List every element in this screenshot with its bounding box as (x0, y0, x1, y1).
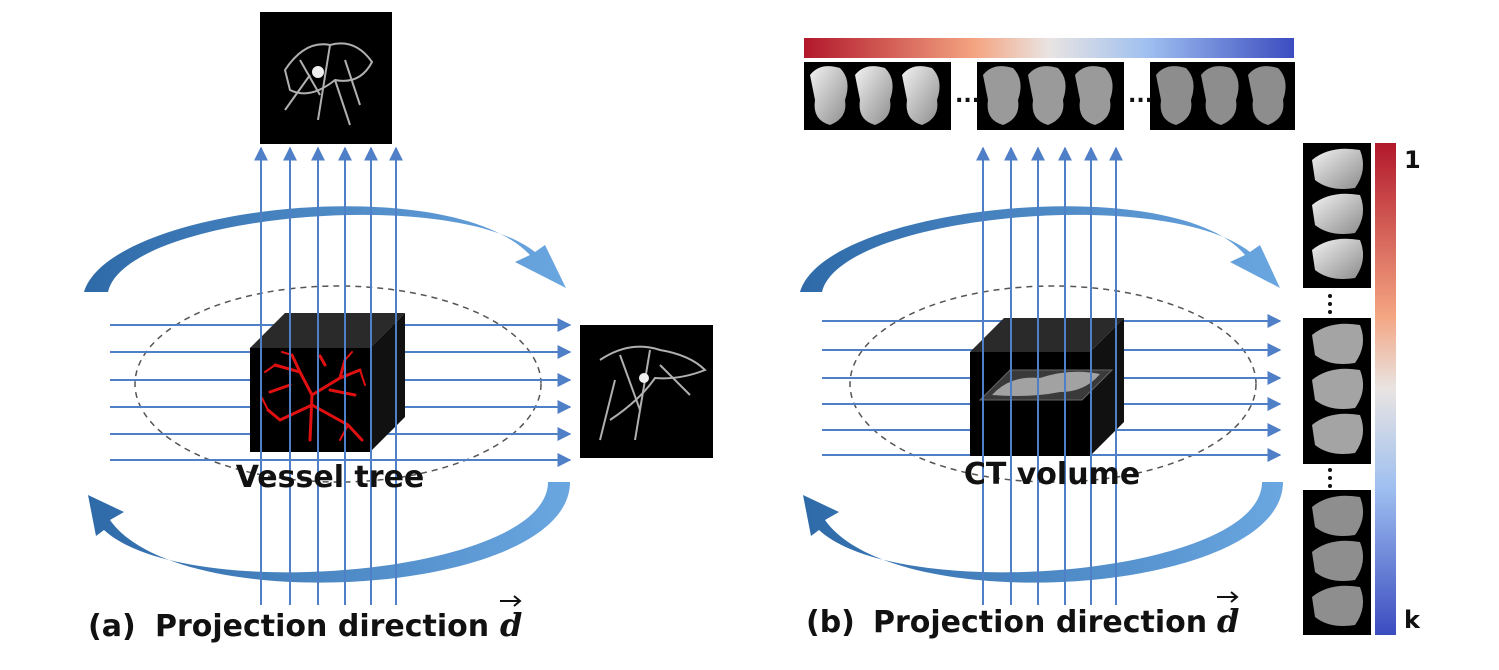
orbit-ellipse-b (849, 285, 1257, 483)
vertical-rays (254, 146, 403, 605)
ct-cube (970, 318, 1124, 456)
projection-strip-top (804, 62, 1295, 130)
vector-symbol-a: d (500, 606, 522, 644)
ellipsis-side-1 (1328, 294, 1332, 314)
panel-b: ... ... CT v (800, 38, 1421, 640)
ellipsis-side-2 (1328, 468, 1332, 488)
ellipsis-top-2: ... (1128, 83, 1153, 108)
projection-strip-side (1303, 143, 1371, 635)
panel-a: Vessel tree (a) Projection direction d (84, 12, 713, 644)
vessel-cube (250, 313, 405, 452)
colorbar-bottom-label: k (1404, 606, 1421, 634)
projection-image-top (260, 12, 392, 144)
vector-symbol-b: d (1217, 602, 1239, 640)
rotation-arrow-upper-b (800, 206, 1280, 292)
caption-text-a: Projection direction (155, 609, 489, 644)
caption-text-b: Projection direction (873, 605, 1207, 640)
vector-arrow-b (1217, 591, 1239, 603)
vector-arrow-a (500, 595, 522, 607)
colorbar-vertical (1375, 143, 1396, 635)
colorbar-horizontal (804, 38, 1294, 58)
caption-id-a: (a) (88, 609, 136, 644)
caption-id-b: (b) (806, 605, 855, 640)
vessel-tree (261, 351, 366, 442)
object-label-a: Vessel tree (236, 460, 425, 495)
rotation-arrow-lower (88, 482, 570, 583)
object-label-b: CT volume (964, 457, 1140, 492)
vertical-rays-b (976, 146, 1123, 605)
ellipsis-top-1: ... (955, 83, 980, 108)
rotation-arrow-lower-b (803, 482, 1283, 583)
orbit-ellipse (134, 285, 542, 483)
colorbar-top-label: 1 (1404, 146, 1421, 174)
projection-image-side (580, 325, 713, 458)
rotation-arrow-upper (84, 206, 566, 292)
